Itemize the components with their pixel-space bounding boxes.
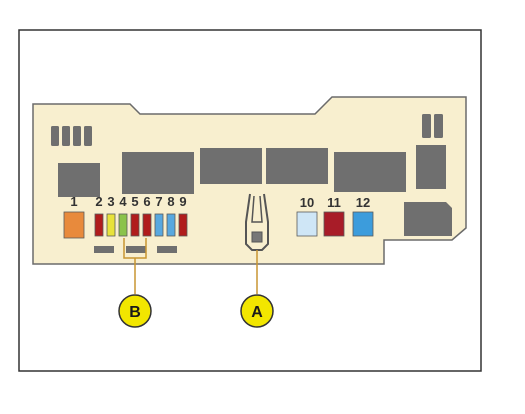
connector-bottom-right (404, 202, 452, 236)
fuse-number-4: 4 (119, 194, 127, 209)
fuse-8 (166, 213, 176, 237)
fuse-5 (130, 213, 140, 237)
callout-b-label: B (129, 304, 141, 321)
fuse-7 (154, 213, 164, 237)
fuse-4 (118, 213, 128, 237)
fuse-1 (63, 211, 85, 239)
relay-right (416, 145, 446, 189)
fuse-2 (94, 213, 104, 237)
connector-top-left (51, 126, 92, 146)
spare-fuse-slots (94, 246, 177, 253)
fuse-6 (142, 213, 152, 237)
fuse-number-9: 9 (179, 194, 186, 209)
fuse-number-6: 6 (143, 194, 150, 209)
callout-b-leader (123, 238, 147, 294)
fuse-11 (323, 211, 345, 237)
fuse-12 (352, 211, 374, 237)
callout-a-label: A (251, 304, 263, 321)
fuse-number-12: 12 (356, 195, 370, 210)
callout-a: A (240, 294, 274, 328)
relay-2 (200, 148, 262, 184)
fuse-10 (296, 211, 318, 237)
fuse-number-2: 2 (95, 194, 102, 209)
fuse-number-5: 5 (131, 194, 138, 209)
fuse-number-8: 8 (167, 194, 174, 209)
fuse-number-7: 7 (155, 194, 162, 209)
relay-4 (334, 152, 406, 192)
callout-b-circle (118, 294, 152, 328)
fuse-9 (178, 213, 188, 237)
fuse-number-1: 1 (70, 194, 77, 209)
relay-1 (122, 152, 194, 194)
callout-a-circle (240, 294, 274, 328)
fuse-number-10: 10 (300, 195, 314, 210)
connector-top-right (422, 114, 443, 138)
fuse-3 (106, 213, 116, 237)
fuse-number-11: 11 (327, 195, 341, 210)
callout-b: B (118, 294, 152, 328)
relay-3 (266, 148, 328, 184)
relay-left (58, 163, 100, 197)
fuse-number-3: 3 (107, 194, 114, 209)
